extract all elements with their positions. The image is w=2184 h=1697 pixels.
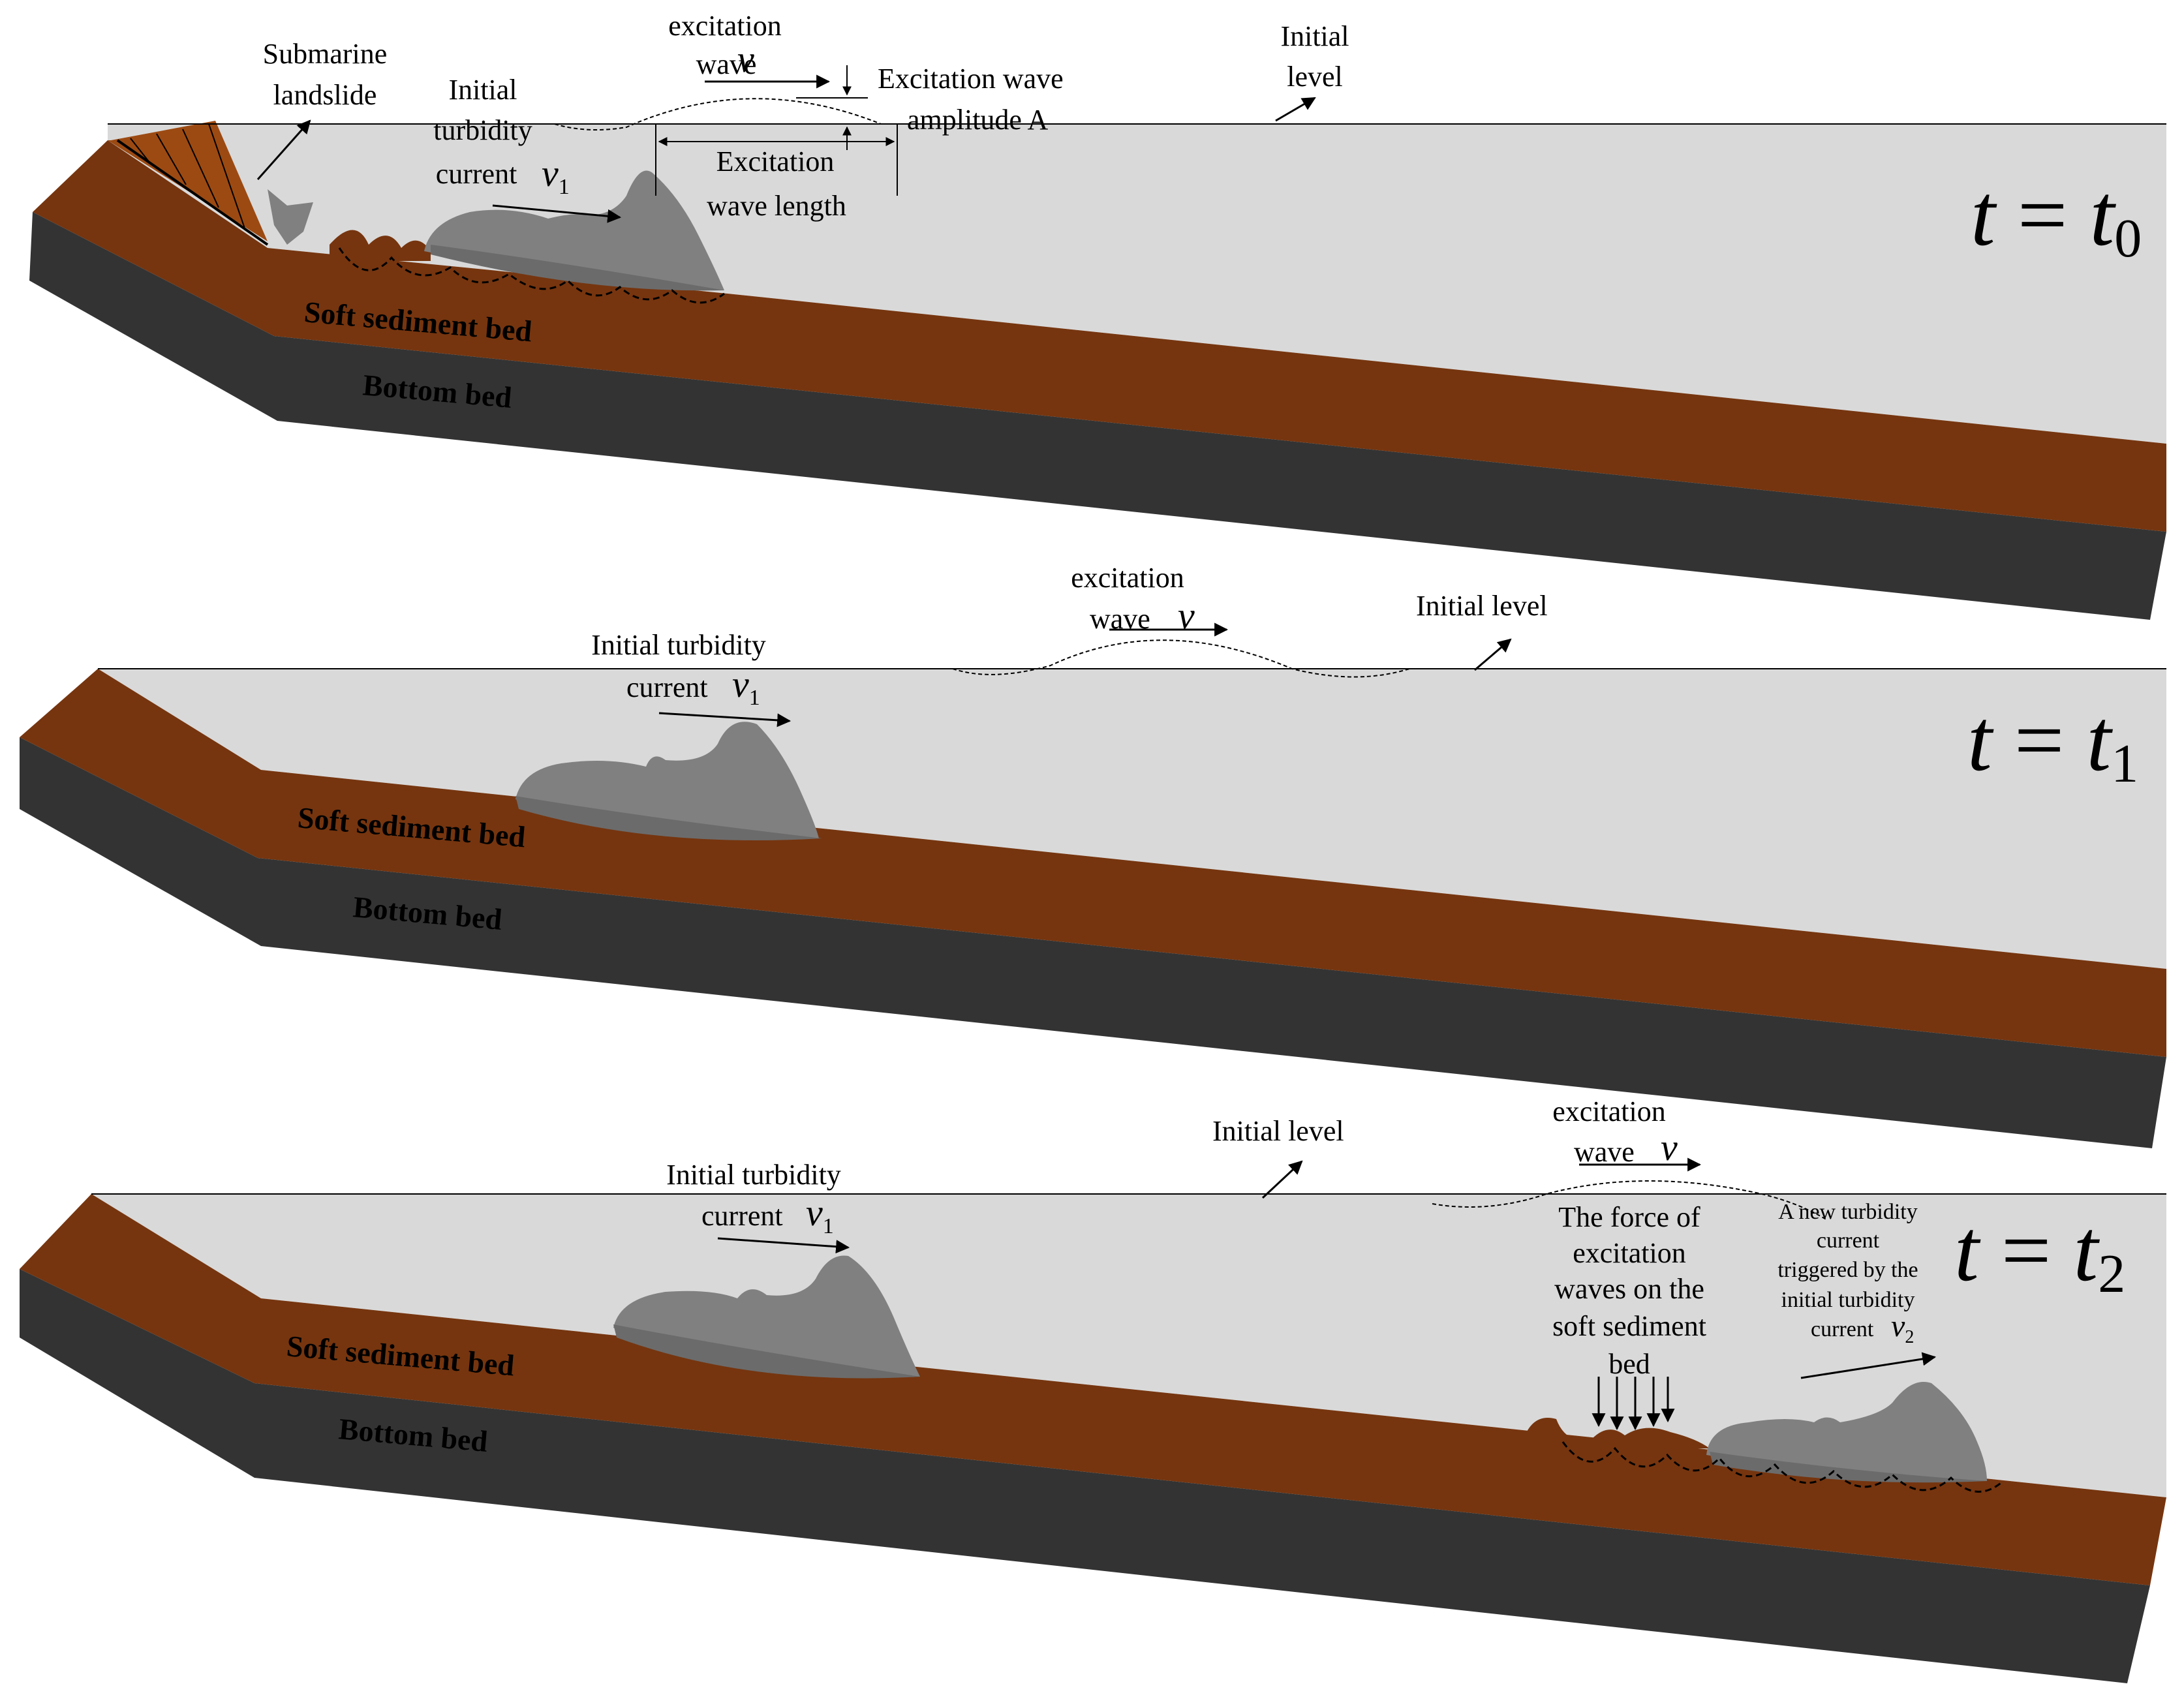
landslide-arrow <box>256 119 311 180</box>
label-force-4: soft sediment <box>1552 1310 1706 1342</box>
label-submarine-1: Submarine <box>263 38 388 70</box>
new-turbidity-current-body <box>1706 1382 1987 1481</box>
label-v1: v1 <box>806 1191 834 1238</box>
panel-t1: Initial turbidity current v1 excitation … <box>20 562 2166 1148</box>
turbidity-current-base <box>515 796 822 840</box>
turbidity-current-base <box>431 245 724 291</box>
label-submarine-2: landslide <box>273 79 377 111</box>
label-wavelength-2: wave length <box>707 190 846 222</box>
v1-arrow <box>658 712 792 727</box>
label-excitation-v: v <box>737 38 754 80</box>
label-excitation-v: v <box>1178 594 1195 637</box>
label-v2: v2 <box>1891 1309 1914 1347</box>
label-v1: v1 <box>732 663 760 710</box>
label-v1: v1 <box>542 152 570 199</box>
label-excitation-2: wave <box>1090 603 1150 635</box>
label-new-turb-3: triggered by the <box>1777 1258 1918 1282</box>
excitation-wave-curve <box>952 639 1410 678</box>
label-initial-turb-1: Initial <box>448 74 517 106</box>
label-initial-level: Initial level <box>1416 590 1548 622</box>
time-label-t2: t = t2 <box>1954 1202 2125 1304</box>
label-initial-turb-2: current <box>701 1200 783 1232</box>
label-excitation-1: excitation <box>1071 562 1184 594</box>
excitation-wave-curve <box>554 98 882 130</box>
label-new-turb-4: initial turbidity <box>1781 1288 1915 1312</box>
initial-level-arrow <box>1275 97 1316 122</box>
label-new-turb-2: current <box>1817 1229 1880 1253</box>
soft-sediment-layer <box>20 1194 2166 1585</box>
bottom-bed-layer <box>20 737 2166 1148</box>
label-amplitude-2: amplitude A <box>907 104 1049 136</box>
soft-sediment-layer <box>20 669 2166 1057</box>
label-initial-turb-1: Initial turbidity <box>591 629 766 661</box>
label-initial-turb-3: current <box>436 158 517 190</box>
label-force-2: excitation <box>1573 1237 1686 1269</box>
label-initial-level-2: level <box>1287 61 1343 93</box>
label-new-turb-5: current <box>1811 1317 1874 1341</box>
excitation-wave-curve <box>1432 1180 1828 1221</box>
bottom-bed-layer <box>20 1269 2150 1683</box>
label-initial-turb-1: Initial turbidity <box>666 1159 841 1191</box>
submarine-landslide-block <box>108 121 313 246</box>
label-initial-level: Initial level <box>1212 1115 1344 1147</box>
panel-t2: Initial level Initial turbidity current … <box>20 1095 2166 1683</box>
label-amplitude-1: Excitation wave <box>878 63 1064 95</box>
water-body <box>98 669 2166 969</box>
v2-arrow <box>1800 1352 1937 1379</box>
label-initial-level-1: Initial <box>1280 20 1349 52</box>
initial-level-arrow <box>1474 638 1512 671</box>
bed-erosion-loops <box>1561 1441 2004 1493</box>
label-excitation-2: wave <box>696 48 757 80</box>
time-label-t1: t = t1 <box>1967 692 2138 794</box>
label-excitation-v: v <box>1661 1126 1678 1169</box>
soft-sediment-layer <box>33 140 2166 532</box>
sediment-ripples <box>1524 1418 1710 1448</box>
bottom-bed-layer <box>29 212 2166 620</box>
label-new-turb-1: A new turbidity <box>1778 1200 1917 1224</box>
label-wavelength-1: Excitation <box>716 145 835 177</box>
label-force-3: waves on the <box>1554 1273 1704 1305</box>
force-arrows <box>1592 1377 1675 1431</box>
label-initial-turb-2: turbidity <box>433 114 532 146</box>
v1-arrow <box>492 204 622 223</box>
initial-level-arrow <box>1261 1160 1303 1199</box>
sediment-ripples <box>330 230 431 261</box>
label-excitation-1: excitation <box>668 10 782 42</box>
time-label-t0: t = t0 <box>1971 166 2142 269</box>
label-force-5: bed <box>1608 1348 1650 1380</box>
bed-erosion-loops <box>338 247 725 304</box>
label-excitation-2: wave <box>1574 1136 1635 1168</box>
v1-arrow <box>717 1237 850 1254</box>
turbidity-current-base <box>613 1324 920 1379</box>
label-excitation-1: excitation <box>1552 1095 1666 1127</box>
panel-t0: Submarine landslide Initial turbidity cu… <box>29 10 2166 620</box>
label-force-1: The force of <box>1558 1201 1700 1233</box>
label-initial-turb-2: current <box>626 671 708 703</box>
new-turbidity-current-base <box>1710 1452 1987 1483</box>
